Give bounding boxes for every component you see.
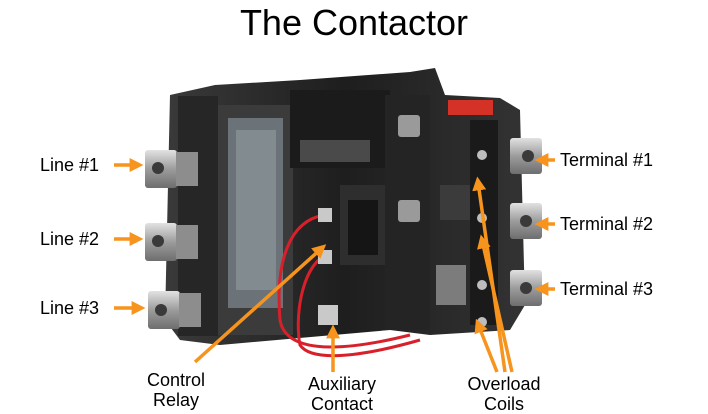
label-control-relay: Control Relay — [136, 370, 216, 410]
label-line-3: Line #3 — [40, 298, 100, 318]
callout-arrows — [114, 153, 555, 373]
arrow-overload-3 — [474, 318, 499, 373]
label-line-2: Line #2 — [40, 229, 100, 249]
label-overload-coils: Overload Coils — [456, 374, 552, 414]
label-control-relay-line-2: Relay — [152, 390, 200, 410]
label-auxiliary-contact-line-1: Auxiliary — [307, 374, 377, 394]
label-line-1: Line #1 — [40, 155, 100, 175]
arrow-control-relay — [193, 244, 327, 364]
label-control-relay-line-1: Control — [146, 370, 206, 390]
label-auxiliary-contact: Auxiliary Contact — [296, 374, 388, 414]
label-overload-coils-line-1: Overload — [467, 374, 541, 394]
diagram-title: The Contactor — [239, 2, 469, 43]
label-terminal-1: Terminal #1 — [560, 150, 654, 170]
label-overload-coils-line-2: Coils — [483, 394, 524, 414]
label-terminal-2: Terminal #2 — [560, 214, 654, 234]
label-auxiliary-contact-line-2: Contact — [310, 394, 374, 414]
arrow-overload-2 — [477, 234, 514, 373]
line-terminals — [145, 150, 201, 329]
label-terminal-3: Terminal #3 — [560, 279, 654, 299]
contactor-housing — [165, 68, 525, 345]
load-terminals — [510, 138, 542, 306]
